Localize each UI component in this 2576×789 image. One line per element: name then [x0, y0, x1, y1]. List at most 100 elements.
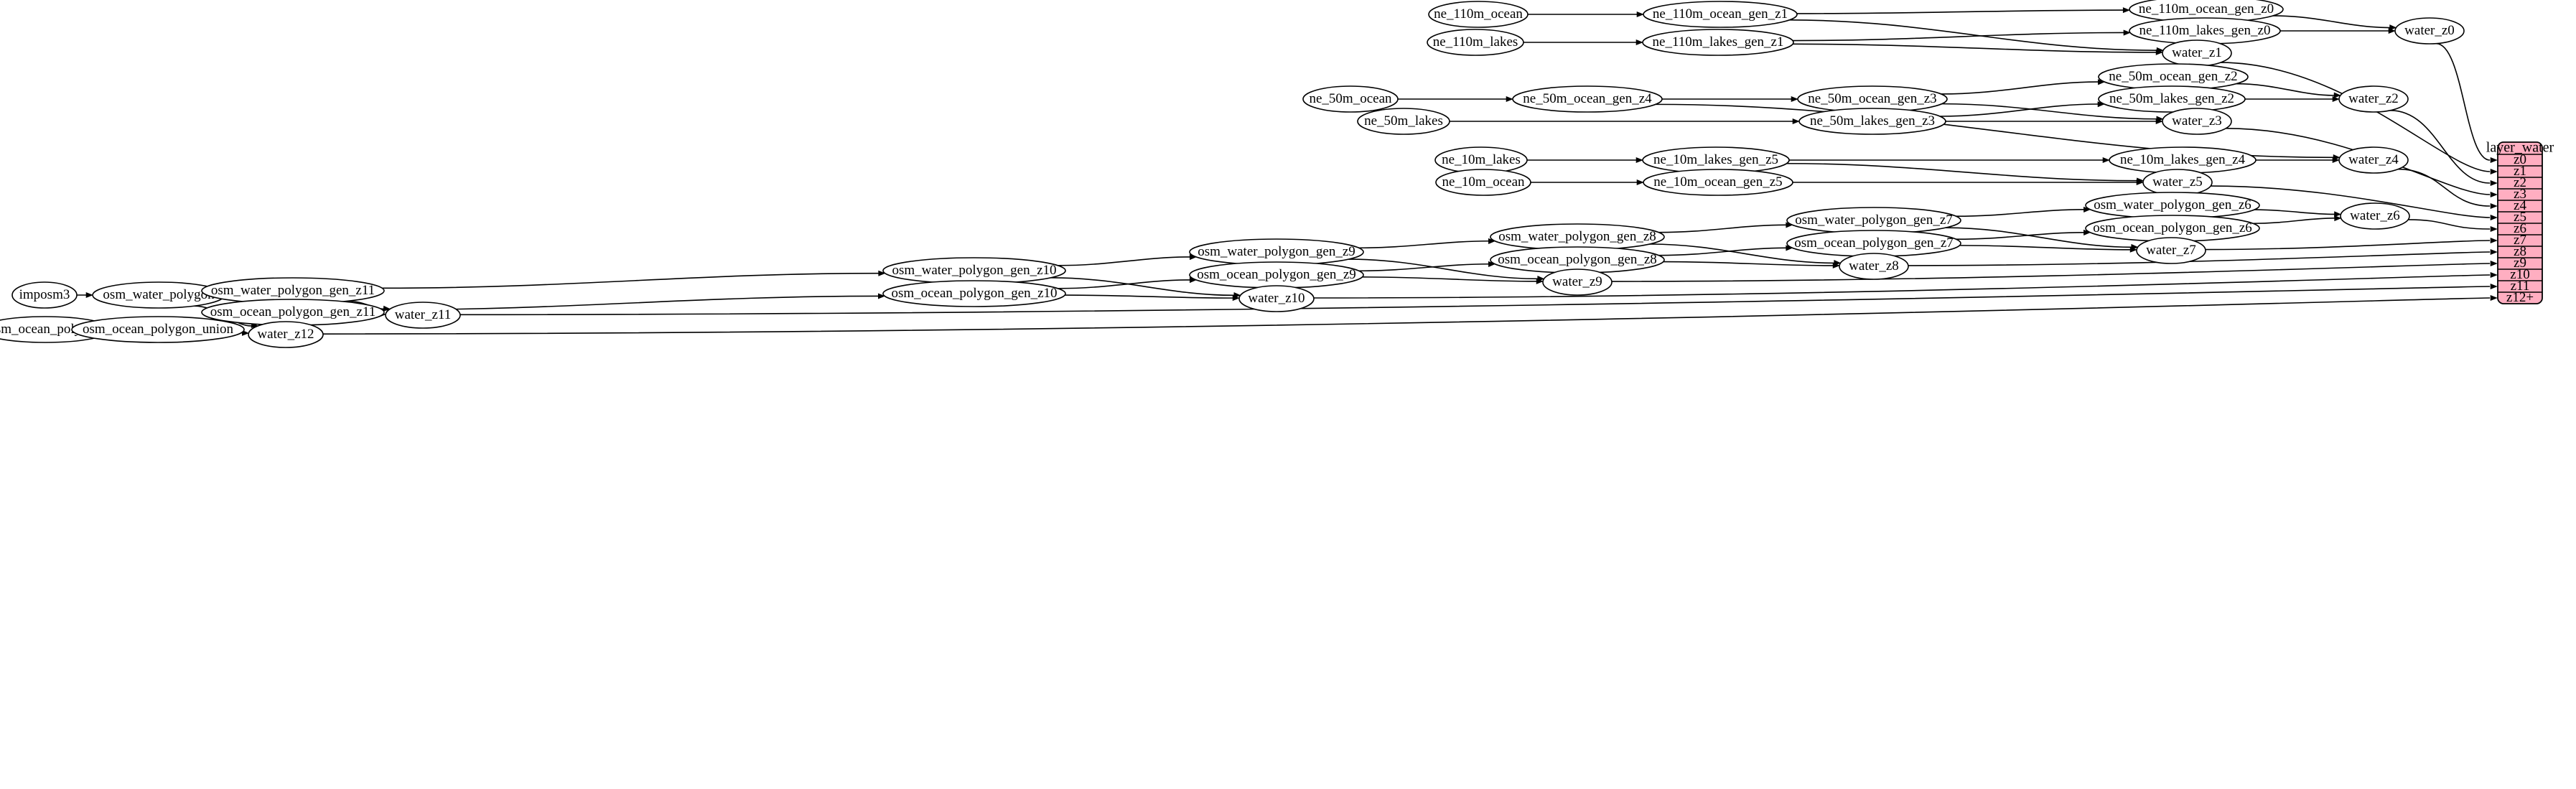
arrowhead: [2490, 214, 2498, 221]
node-ne_110m_lakes[interactable]: ne_110m_lakes: [1427, 29, 1524, 56]
arrowhead: [2490, 179, 2498, 187]
node-ne_50m_lakes_gen_z2[interactable]: ne_50m_lakes_gen_z2: [2098, 85, 2246, 113]
record-node-layer-water[interactable]: layer_waterz0z1z2z3z4z5z6z7z8z9z10z11z12…: [2486, 140, 2554, 305]
node-ellipse: [1798, 108, 1946, 135]
edges-layer: [65, 7, 2498, 336]
node-ellipse: [2338, 146, 2409, 174]
node-water_z10[interactable]: water_z10: [1238, 285, 1315, 312]
edge-ne_10m_lakes_gen_z5-to-water_z5: [1786, 162, 2137, 182]
node-ne_50m_ocean_gen_z4[interactable]: ne_50m_ocean_gen_z4: [1512, 85, 1663, 113]
edge-water_z8-to-layer_water-z8: [1908, 251, 2491, 266]
node-osm_water_polygon[interactable]: osm_water_polygon: [92, 281, 225, 309]
arrowhead: [2490, 225, 2498, 233]
edge-osm_ocean_polygon_gen_z10-to-osm_ocean_polygon_gen_z9: [1058, 279, 1190, 289]
edge-ne_110m_ocean_gen_z1-to-water_z1: [1789, 19, 2157, 51]
node-ellipse: [1642, 29, 1794, 56]
node-water_z9[interactable]: water_z9: [1542, 269, 1613, 296]
node-osm_ocean_polygon_union[interactable]: osm_ocean_polygon_union: [71, 316, 245, 343]
arrowhead: [2490, 157, 2498, 164]
node-water_z8[interactable]: water_z8: [1839, 253, 1909, 280]
edge-osm_water_polygon_gen_z10-to-water_z10: [1050, 277, 1234, 297]
arrowhead: [2129, 246, 2137, 253]
node-osm_ocean_polygon_gen_z7[interactable]: osm_ocean_polygon_gen_z7: [1786, 230, 1961, 257]
node-ellipse: [1357, 108, 1450, 135]
node-water_z7[interactable]: water_z7: [2136, 237, 2206, 264]
arrowhead: [241, 330, 250, 336]
node-ne_110m_ocean_gen_z1[interactable]: ne_110m_ocean_gen_z1: [1643, 1, 1798, 28]
node-water_z1[interactable]: water_z1: [2162, 39, 2232, 67]
node-water_z5[interactable]: water_z5: [2142, 169, 2213, 196]
node-ellipse: [92, 281, 225, 309]
node-ne_110m_ocean[interactable]: ne_110m_ocean: [1428, 1, 1529, 28]
node-ellipse: [882, 257, 1066, 284]
node-osm_water_polygon_gen_z10[interactable]: osm_water_polygon_gen_z10: [882, 257, 1066, 284]
arrowhead: [2122, 7, 2131, 14]
edge-osm_water_polygon_gen_z7-to-water_z7: [1945, 227, 2132, 248]
edge-ne_110m_ocean_gen_z0-to-water_z0: [2272, 15, 2390, 29]
arrowhead: [2123, 29, 2131, 36]
node-ne_50m_lakes_gen_z3[interactable]: ne_50m_lakes_gen_z3: [1798, 108, 1946, 135]
arrowhead: [2490, 237, 2498, 244]
node-osm_water_polygon_gen_z7[interactable]: osm_water_polygon_gen_z7: [1786, 207, 1961, 234]
node-ellipse: [2098, 85, 2246, 113]
node-ne_50m_lakes[interactable]: ne_50m_lakes: [1357, 108, 1450, 135]
node-ellipse: [1189, 261, 1364, 289]
node-ellipse: [1427, 29, 1524, 56]
node-ne_110m_lakes_gen_z1[interactable]: ne_110m_lakes_gen_z1: [1642, 29, 1794, 56]
edge-water_z9-to-layer_water-z9: [1611, 263, 2491, 282]
edge-water_z6-to-layer_water-z6: [2408, 219, 2491, 230]
arrowhead: [2490, 202, 2498, 210]
edge-ne_50m_ocean_gen_z3-to-ne_50m_ocean_gen_z2: [1941, 81, 2099, 95]
node-ellipse: [1643, 169, 1793, 196]
node-ellipse: [2162, 108, 2232, 135]
edge-ne_110m_ocean_gen_z1-to-ne_110m_ocean_gen_z0: [1796, 9, 2124, 14]
arrowhead: [2332, 157, 2340, 164]
arrowhead: [878, 270, 886, 276]
node-water_z3[interactable]: water_z3: [2162, 108, 2232, 135]
arrowhead: [2490, 294, 2498, 302]
record-node-layer: layer_waterz0z1z2z3z4z5z6z7z8z9z10z11z12…: [2486, 140, 2554, 305]
node-osm_water_polygon_gen_z6[interactable]: osm_water_polygon_gen_z6: [2085, 192, 2260, 219]
arrowhead: [2389, 24, 2397, 31]
node-water_z6[interactable]: water_z6: [2340, 202, 2410, 230]
node-osm_water_polygon_gen_z9[interactable]: osm_water_polygon_gen_z9: [1189, 238, 1364, 266]
node-water_z2[interactable]: water_z2: [2338, 85, 2409, 113]
arrowhead: [2136, 179, 2144, 186]
node-ellipse: [11, 281, 78, 309]
node-water_z12[interactable]: water_z12: [248, 321, 324, 348]
node-water_z11[interactable]: water_z11: [385, 302, 461, 329]
node-ne_10m_ocean[interactable]: ne_10m_ocean: [1435, 169, 1531, 196]
node-imposm3[interactable]: imposm3: [11, 281, 78, 309]
node-ne_10m_ocean_gen_z5[interactable]: ne_10m_ocean_gen_z5: [1643, 169, 1793, 196]
node-ellipse: [385, 302, 461, 329]
node-ne_50m_ocean[interactable]: ne_50m_ocean: [1302, 85, 1399, 113]
edge-osm_water_polygon_gen_z7-to-osm_water_polygon_gen_z6: [1956, 208, 2084, 218]
arrowhead: [1506, 95, 1513, 103]
node-water_z4[interactable]: water_z4: [2338, 146, 2409, 174]
node-ellipse: [1512, 85, 1663, 113]
edge-osm_ocean_polygon_gen_z7-to-osm_ocean_polygon_gen_z6: [1956, 231, 2084, 241]
edge-water_z1-to-layer_water-z1: [2221, 62, 2491, 172]
node-ellipse: [2394, 17, 2465, 45]
edge-osm_ocean_polygon_gen_z9-to-osm_ocean_polygon_gen_z8: [1358, 263, 1489, 272]
node-ne_110m_lakes_gen_z0[interactable]: ne_110m_lakes_gen_z0: [2129, 17, 2281, 45]
node-ellipse: [1189, 238, 1364, 266]
node-water_z0[interactable]: water_z0: [2394, 17, 2465, 45]
node-ellipse: [1435, 169, 1531, 196]
edge-water_z5-to-layer_water-z5: [2211, 185, 2491, 218]
node-ellipse: [1542, 269, 1613, 296]
edge-osm_ocean_polygon_gen_z10-to-water_z10: [1065, 294, 1233, 299]
edge-water_z7-to-layer_water-z7: [2205, 240, 2491, 251]
node-ellipse: [1428, 1, 1529, 28]
node-ellipse: [1238, 285, 1315, 312]
node-osm_ocean_polygon_gen_z9[interactable]: osm_ocean_polygon_gen_z9: [1189, 261, 1364, 289]
node-ellipse: [1302, 85, 1399, 113]
arrowhead: [2490, 191, 2498, 198]
node-ellipse: [882, 280, 1066, 307]
node-ellipse: [1839, 253, 1909, 280]
node-osm_water_polygon_gen_z8[interactable]: osm_water_polygon_gen_z8: [1490, 223, 1665, 251]
node-osm_ocean_polygon_gen_z10[interactable]: osm_ocean_polygon_gen_z10: [882, 280, 1066, 307]
arrowhead: [877, 293, 886, 299]
arrowhead: [1636, 179, 1644, 186]
